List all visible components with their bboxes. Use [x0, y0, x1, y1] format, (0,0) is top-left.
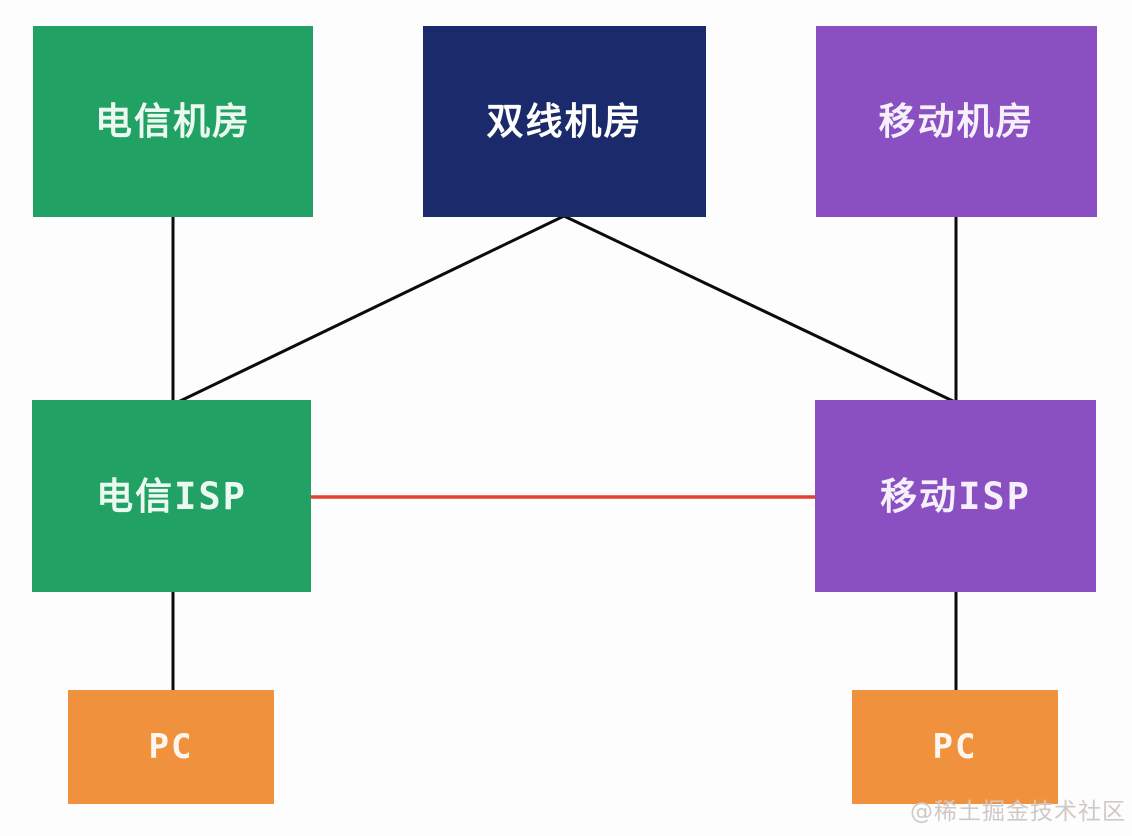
node-dual-line-room-label: 双线机房 — [486, 100, 643, 143]
node-telecom-room: 电信机房 — [33, 26, 313, 217]
node-pc-left-label: PC — [148, 727, 194, 767]
node-telecom-isp-label: 电信ISP — [96, 474, 247, 518]
edge-dual-line-room-to-mobile-isp — [563, 214, 956, 404]
edge-dual-line-room-to-telecom-isp — [175, 214, 565, 405]
node-telecom-isp: 电信ISP — [32, 400, 311, 592]
node-pc-left: PC — [68, 690, 274, 804]
node-mobile-room: 移动机房 — [816, 26, 1097, 217]
node-pc-right-label: PC — [932, 727, 978, 767]
node-dual-line-room: 双线机房 — [423, 26, 706, 217]
node-mobile-room-label: 移动机房 — [878, 100, 1035, 143]
node-telecom-room-label: 电信机房 — [95, 100, 251, 143]
node-mobile-isp: 移动ISP — [815, 400, 1096, 592]
node-pc-right: PC — [852, 690, 1058, 804]
node-mobile-isp-label: 移动ISP — [880, 474, 1031, 518]
